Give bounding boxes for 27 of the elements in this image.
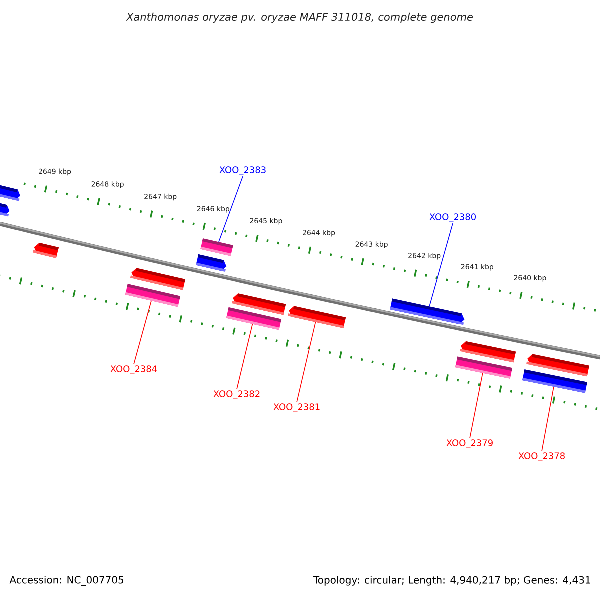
gene-feature [125,284,181,308]
gene-feature [33,242,59,258]
gene-label: XOO_2380 [430,214,476,222]
gene-feature [232,294,286,316]
gene-feature [288,306,346,328]
gene-feature [130,268,186,290]
gene-label: XOO_2384 [110,366,158,374]
leader-line [296,322,316,403]
gene-feature [196,254,227,272]
gene-feature [0,202,10,217]
gene-feature [460,341,516,363]
gene-label: XOO_2378 [518,452,565,462]
gene-feature [200,238,234,256]
leader-line [429,223,454,307]
genome-summary: Topology: circular; Length: 4,940,217 bp; Genes: 4,431 [313,576,590,586]
leader-line [134,300,152,365]
accession-text: Accession: NC_007705 [10,576,124,586]
gene-label: XOO_2381 [274,404,320,412]
leader-line [542,386,554,452]
title: Xanthomonas oryzae pv. oryzae MAFF 311018, complete genome [126,12,473,24]
gene-feature [390,298,465,326]
leader-line [236,324,254,390]
gene-feature [526,354,590,377]
leader-line [218,176,244,242]
gene-label: XOO_2382 [214,390,260,400]
gene-label: XOO_2379 [446,440,493,448]
gene-label: XOO_2383 [220,166,266,176]
